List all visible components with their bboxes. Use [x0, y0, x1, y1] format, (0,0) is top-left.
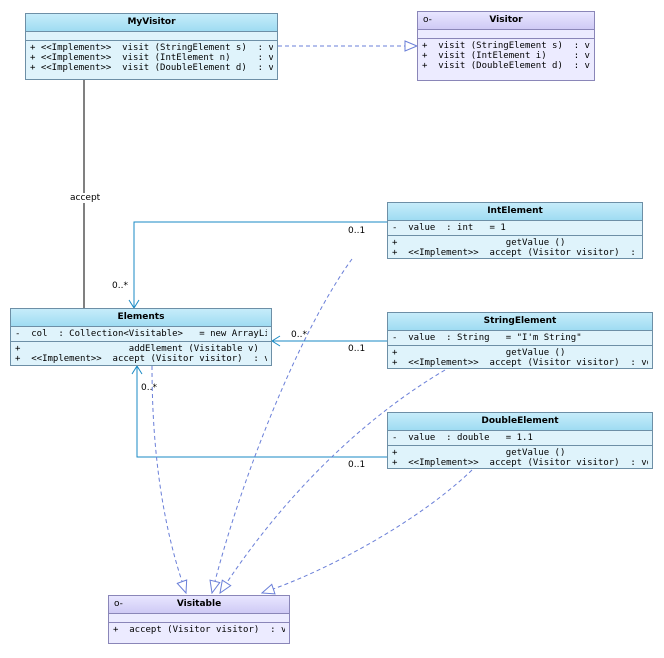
attributes-section	[109, 614, 289, 623]
method-row: + <<Implement>> accept (Visitor visitor)…	[392, 458, 648, 468]
method-row: + getValue () : double	[392, 448, 648, 458]
method-row: + addElement (Visitable v) : void	[15, 344, 259, 354]
multiplicity-int: 0..1	[348, 226, 366, 236]
methods-section: + visit (StringElement s) : void + visit…	[418, 39, 594, 73]
class-title: o- Visitable	[109, 596, 289, 614]
arrowhead-string	[271, 335, 281, 347]
method-row: + getValue () : String	[392, 348, 648, 358]
attributes-section	[418, 30, 594, 39]
class-elements[interactable]: Elements - col : Collection<Visitable> =…	[10, 308, 272, 366]
attributes-section: - value : double = 1.1	[388, 431, 652, 446]
class-title: StringElement	[388, 313, 652, 331]
class-myvisitor[interactable]: MyVisitor + <<Implement>> visit (StringE…	[25, 13, 278, 80]
method-row: + getValue () : int	[392, 238, 566, 248]
multiplicity-elements-top: 0..*	[112, 281, 128, 291]
multiplicity-double: 0..1	[348, 460, 366, 470]
realization-doubleelement-visitable	[262, 469, 473, 593]
interface-visitor[interactable]: o- Visitor + visit (StringElement s) : v…	[417, 11, 595, 81]
class-title: o- Visitor	[418, 12, 594, 30]
class-name: Visitable	[176, 599, 222, 609]
class-title: IntElement	[388, 203, 642, 221]
method-row: + visit (DoubleElement d) : void	[422, 61, 590, 71]
class-title: Elements	[11, 309, 271, 327]
methods-section: + getValue () : double + <<Implement>> a…	[388, 446, 652, 470]
attribute-row: - value : int = 1	[392, 223, 506, 233]
method-row: + <<Implement>> visit (StringElement s) …	[30, 43, 273, 53]
attribute-row: - value : String = "I'm String"	[392, 333, 582, 343]
realization-intelement-visitable	[212, 258, 353, 593]
method-row: + <<Implement>> visit (IntElement n) : v…	[30, 53, 273, 63]
realization-stringelement-visitable	[220, 369, 446, 593]
attributes-section: - value : String = "I'm String"	[388, 331, 652, 346]
interface-icon: o-	[114, 599, 123, 609]
association-doubleelement-elements	[136, 366, 387, 458]
class-intelement[interactable]: IntElement - value : int = 1 + getValue …	[387, 202, 643, 259]
class-name: Visitor	[489, 15, 523, 25]
realization-elements-visitable	[151, 365, 186, 593]
method-row: + visit (IntElement i) : void	[422, 51, 590, 61]
multiplicity-elements-right: 0..*	[291, 330, 307, 340]
attributes-section: - col : Collection<Visitable> = new Arra…	[11, 327, 271, 342]
methods-section: + getValue () : String + <<Implement>> a…	[388, 346, 652, 370]
class-doubleelement[interactable]: DoubleElement - value : double = 1.1 + g…	[387, 412, 653, 469]
attributes-section: - value : int = 1	[388, 221, 642, 236]
attribute-row: - col : Collection<Visitable> = new Arra…	[15, 329, 267, 339]
method-row: + <<Implement>> accept (Visitor visitor)…	[15, 354, 267, 364]
association-intelement-elements	[133, 221, 387, 308]
class-title: DoubleElement	[388, 413, 652, 431]
arrowhead-double	[131, 365, 143, 375]
class-title: MyVisitor	[26, 14, 277, 32]
methods-section: + addElement (Visitable v) : void + <<Im…	[11, 342, 271, 366]
methods-section: + <<Implement>> visit (StringElement s) …	[26, 41, 277, 75]
attribute-row: - value : double = 1.1	[392, 433, 533, 443]
attributes-section	[26, 32, 277, 41]
interface-icon: o-	[423, 15, 432, 25]
method-row: + accept (Visitor visitor) : void	[113, 625, 285, 635]
method-row: + <<Implement>> accept (Visitor visitor)…	[392, 248, 638, 258]
method-row: + <<Implement>> visit (DoubleElement d) …	[30, 63, 273, 73]
accept-label: accept	[69, 193, 102, 203]
methods-section: + getValue () : int + <<Implement>> acce…	[388, 236, 642, 260]
multiplicity-string: 0..1	[348, 344, 366, 354]
method-row: + visit (StringElement s) : void	[422, 41, 590, 51]
interface-visitable[interactable]: o- Visitable + accept (Visitor visitor) …	[108, 595, 290, 644]
multiplicity-elements-bottom: 0..*	[141, 383, 157, 393]
method-row: + <<Implement>> accept (Visitor visitor)…	[392, 358, 648, 368]
class-stringelement[interactable]: StringElement - value : String = "I'm St…	[387, 312, 653, 369]
methods-section: + accept (Visitor visitor) : void	[109, 623, 289, 637]
